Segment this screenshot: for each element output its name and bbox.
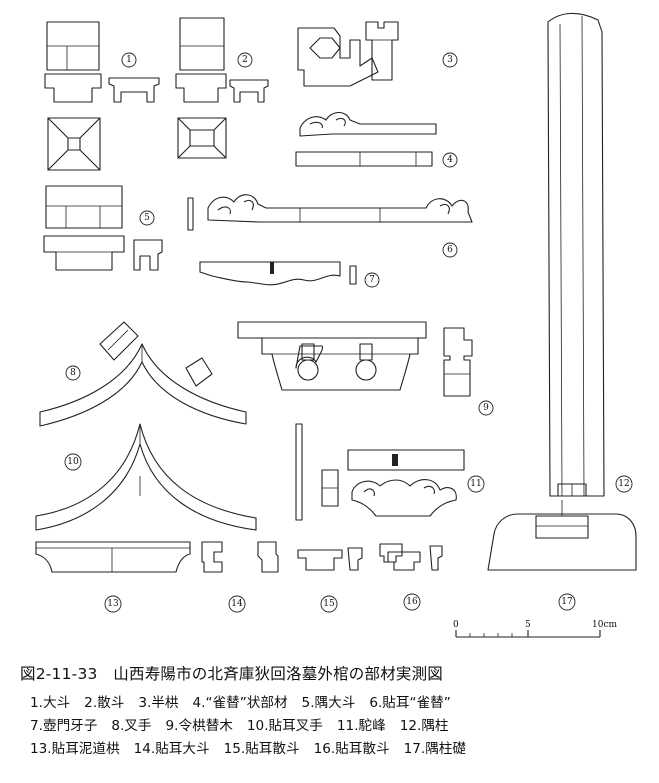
label-16: 16 [403, 593, 421, 611]
legend-item: 8.叉手 [111, 718, 152, 734]
figure-title: 図2-11-33 山西寿陽市の北斉庫狄回洛墓外棺の部材実測図 [20, 665, 443, 683]
label-9: 9 [478, 400, 494, 416]
label-14: 14 [228, 595, 246, 613]
legend-item: 12.隅柱 [399, 718, 449, 734]
label-5: 5 [139, 210, 155, 226]
svg-text:12: 12 [618, 479, 629, 489]
part-8-inverted-v-brace [39, 321, 247, 427]
part-6-attached-sparrow-brace [187, 194, 473, 231]
label-8: 8 [65, 365, 81, 381]
svg-text:16: 16 [406, 597, 418, 607]
label-3: 3 [442, 52, 458, 68]
part-labels: 1 2 3 4 5 6 7 8 9 10 11 12 13 14 15 16 1… [64, 52, 633, 613]
legend-line-2: 7.壺門牙子 8.叉手 9.令栱替木 10.貼耳叉手 11.駝峰 12.隅柱 [30, 714, 659, 734]
svg-text:15: 15 [323, 599, 335, 609]
svg-text:10: 10 [67, 457, 79, 467]
legend-item: 15.貼耳散斗 [223, 741, 300, 757]
label-10: 10 [64, 453, 82, 471]
measured-drawing: 1 2 3 4 5 6 7 8 9 10 11 12 13 14 15 16 1… [35, 12, 637, 638]
label-1: 1 [121, 52, 137, 68]
legend-item: 7.壺門牙子 [30, 718, 98, 734]
legend-item: 14.貼耳大斗 [133, 741, 210, 757]
svg-text:9: 9 [483, 403, 489, 413]
label-13: 13 [104, 595, 122, 613]
legend-item: 9.令栱替木 [165, 718, 233, 734]
svg-text:5: 5 [144, 213, 150, 223]
legend-item: 4.“雀替”状部材 [192, 695, 288, 711]
part-2-small-bracket-block [175, 17, 269, 159]
legend-item: 11.駝峰 [336, 718, 386, 734]
part-4-sparrow-brace-member [295, 111, 437, 167]
part-13-attached-bracket-arm [35, 541, 191, 573]
label-15: 15 [320, 595, 338, 613]
part-14-attached-large-block [201, 541, 279, 573]
svg-text:6: 6 [447, 245, 453, 255]
svg-text:11: 11 [470, 479, 481, 489]
legend-line-3: 13.貼耳泥道栱 14.貼耳大斗 15.貼耳散斗 16.貼耳散斗 17.隅柱礎 [30, 737, 659, 757]
svg-text:2: 2 [242, 55, 248, 65]
svg-text:13: 13 [107, 599, 119, 609]
label-17: 17 [558, 593, 576, 611]
part-7-arched-apron [199, 261, 357, 286]
part-3-half-bracket-arm [297, 21, 399, 87]
legend-item: 16.貼耳散斗 [313, 741, 390, 757]
label-6: 6 [442, 242, 458, 258]
label-4: 4 [442, 152, 458, 168]
svg-text:8: 8 [70, 368, 76, 378]
label-12: 12 [615, 475, 633, 493]
part-15-attached-small-block [297, 547, 363, 571]
label-7: 7 [364, 272, 380, 288]
svg-text:1: 1 [126, 55, 132, 65]
legend-item: 2.散斗 [84, 695, 125, 711]
part-17-column-base [487, 500, 637, 571]
scale-end: 10cm [592, 620, 617, 630]
part-16-attached-small-block-b [379, 543, 443, 571]
legend-item: 6.貼耳“雀替” [369, 695, 451, 711]
svg-text:14: 14 [231, 599, 243, 609]
part-9-bracket-with-timber [237, 321, 473, 397]
part-12-corner-column [547, 12, 605, 497]
svg-text:3: 3 [447, 55, 453, 65]
part-1-large-bracket-block [44, 21, 160, 171]
part-5-corner-large-block [43, 185, 163, 271]
scale-bar: 0 5 10cm [453, 620, 617, 638]
legend-item: 3.半栱 [138, 695, 179, 711]
legend-item: 17.隅柱礎 [403, 741, 466, 757]
label-2: 2 [237, 52, 253, 68]
svg-text:4: 4 [447, 155, 453, 165]
legend-item: 1.大斗 [30, 695, 71, 711]
legend-item: 5.隅大斗 [301, 695, 356, 711]
legend-item: 10.貼耳叉手 [246, 718, 323, 734]
part-10-attached-brace [35, 423, 257, 531]
part-11-camel-hump [295, 423, 465, 521]
scale-zero: 0 [453, 620, 459, 630]
label-11: 11 [467, 475, 485, 493]
legend-item: 13.貼耳泥道栱 [30, 741, 120, 757]
svg-text:7: 7 [369, 275, 375, 285]
svg-text:17: 17 [561, 597, 573, 607]
legend-line-1: 1.大斗 2.散斗 3.半栱 4.“雀替”状部材 5.隅大斗 6.貼耳“雀替” [30, 691, 659, 711]
scale-mid: 5 [525, 620, 531, 630]
